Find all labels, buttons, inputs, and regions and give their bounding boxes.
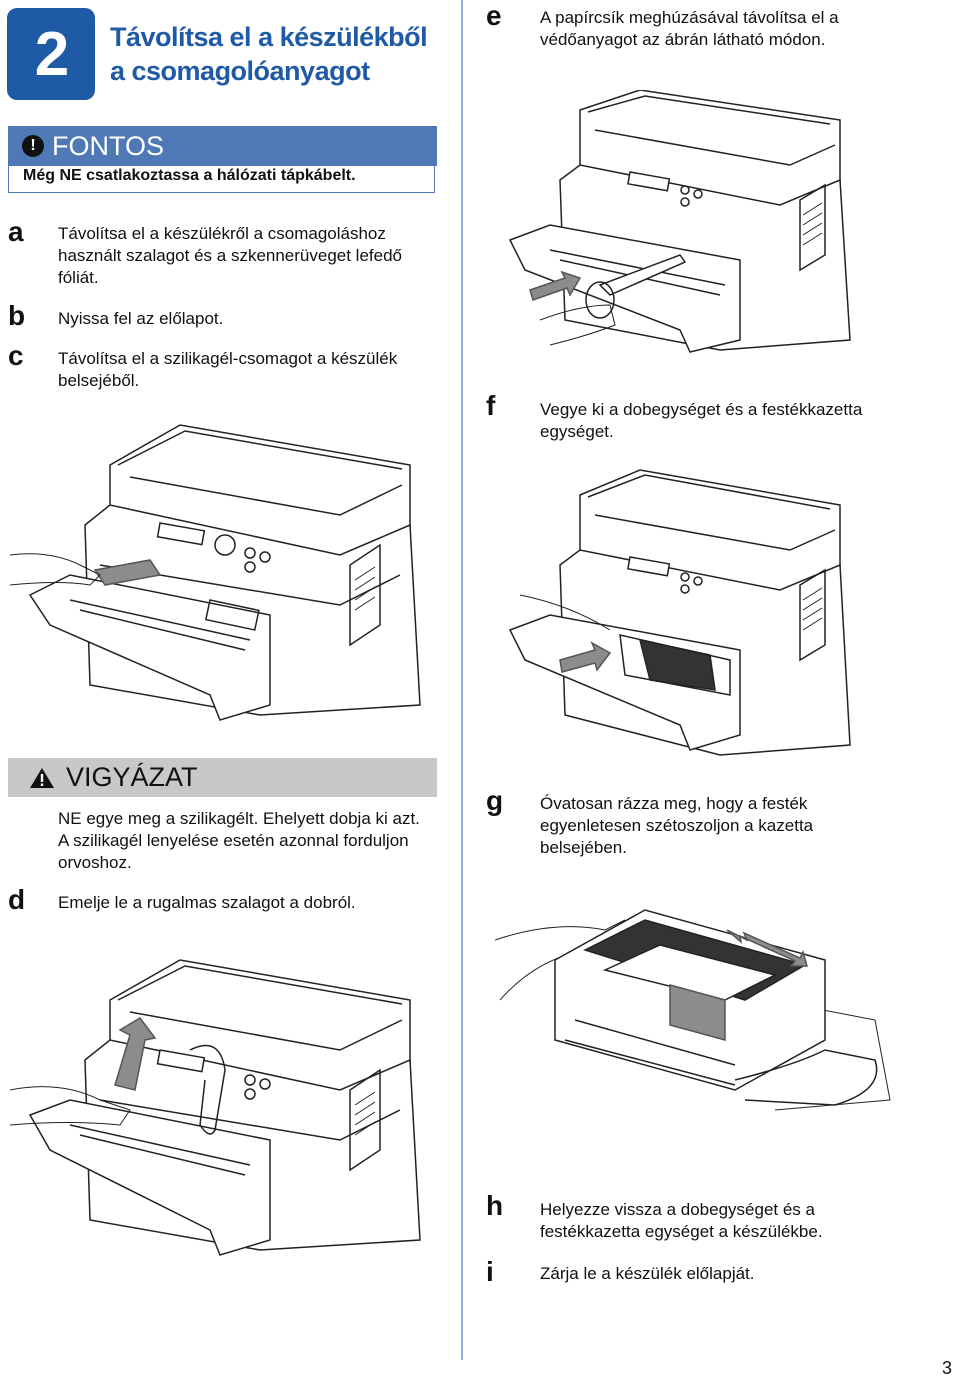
step-f-line2: egységet. [540, 422, 614, 441]
step-g-line1: Óvatosan rázza meg, hogy a festék [540, 794, 808, 813]
step-letter-c: c [8, 340, 24, 371]
step-c-line1: Távolítsa el a szilikagél-csomagot a kés… [58, 349, 398, 368]
caution-line3: orvoshoz. [58, 853, 132, 872]
step-h-line1: Helyezze vissza a dobegységet és a [540, 1200, 815, 1219]
step-number-badge: 2 [7, 8, 95, 100]
step-a-text: Távolítsa el a készülékről a csomagolásh… [58, 223, 402, 289]
column-divider [461, 0, 463, 1360]
step-letter-f: f [486, 390, 496, 421]
important-label: FONTOS [52, 130, 165, 161]
step-a-line2: használt szalagot és a szkennerüveget le… [58, 246, 403, 265]
step-g-text: Óvatosan rázza meg, hogy a festék egyenl… [540, 793, 813, 859]
step-letter-e: e [486, 0, 502, 31]
step-h-text: Helyezze vissza a dobegységet és a festé… [540, 1199, 823, 1243]
step-i-text: Zárja le a készülék előlapját. [540, 1264, 755, 1283]
caution-label: VIGYÁZAT [66, 762, 198, 792]
exclamation-icon: ! [22, 135, 44, 157]
illustration-remove-silica-gel [10, 424, 421, 721]
illustration-lift-elastic-band [10, 959, 421, 1256]
step-e-line1: A papírcsík meghúzásával távolítsa el a [540, 8, 839, 27]
step-c-line2: belsejéből. [58, 371, 140, 390]
step-b-text: Nyissa fel az előlapot. [58, 309, 224, 328]
step-e-text: A papírcsík meghúzásával távolítsa el a … [540, 7, 839, 51]
step-title-line1: Távolítsa el a készülékből [110, 22, 428, 52]
caution-text: NE egye meg a szilikagélt. Ehelyett dobj… [58, 808, 420, 874]
warning-triangle-icon [30, 767, 54, 788]
caution-line2: A szilikagél lenyelése esetén azonnal fo… [58, 831, 409, 850]
important-text: Még NE csatlakoztassa a hálózati tápkábe… [8, 166, 435, 193]
step-d-text: Emelje le a rugalmas szalagot a dobról. [58, 893, 356, 912]
step-title: Távolítsa el a készülékből a csomagolóan… [110, 20, 450, 88]
step-title-line2: a csomagolóanyagot [110, 56, 370, 86]
step-letter-h: h [486, 1190, 504, 1221]
step-letter-g: g [486, 785, 504, 816]
illustration-pull-paper-strip [508, 90, 851, 353]
step-h-line2: festékkazetta egységet a készülékbe. [540, 1222, 823, 1241]
step-a-line1: Távolítsa el a készülékről a csomagolásh… [58, 224, 386, 243]
step-letter-d: d [8, 884, 26, 915]
caution-line1: NE egye meg a szilikagélt. Ehelyett dobj… [58, 809, 420, 828]
step-f-text: Vegye ki a dobegységet és a festékkazett… [540, 399, 862, 443]
illustration-shake-drum-unit [495, 909, 891, 1111]
caution-header: VIGYÁZAT [8, 758, 437, 797]
step-a-line3: fóliát. [58, 268, 99, 287]
step-letter-a: a [8, 216, 24, 247]
step-f-line1: Vegye ki a dobegységet és a festékkazett… [540, 400, 863, 419]
step-g-line2: egyenletesen szétoszoljon a kazetta [540, 816, 814, 835]
step-c-text: Távolítsa el a szilikagél-csomagot a kés… [58, 348, 397, 392]
illustration-remove-drum-unit [508, 469, 851, 756]
step-letter-b: b [8, 300, 26, 331]
step-g-line3: belsejében. [540, 838, 627, 857]
page-number: 3 [941, 1358, 952, 1378]
step-e-line2: védőanyagot az ábrán látható módon. [540, 30, 826, 49]
important-header: ! FONTOS [8, 126, 437, 166]
step-letter-i: i [486, 1256, 494, 1287]
